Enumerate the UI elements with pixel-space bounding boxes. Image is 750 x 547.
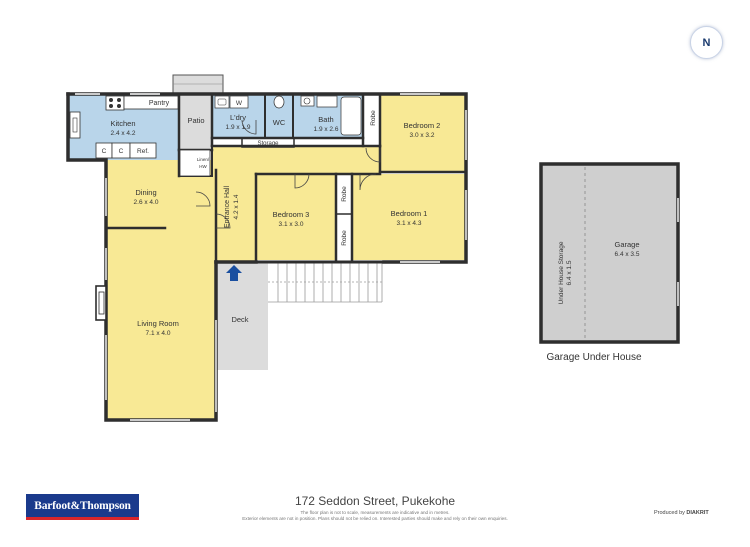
produced-by: Produced by DIAKRIT [654,510,709,516]
basin-icon [303,97,311,105]
laundry-label: L'dry [230,113,246,122]
address-title: 172 Seddon Street, Pukekohe [294,494,456,508]
robe-floor-1 [336,174,352,214]
robe-floor-3 [364,94,380,142]
kitchen-label: Kitchen [110,119,135,128]
bedroom1-label: Bedroom 1 [391,209,428,218]
kitchen-size: 2.4 x 4.2 [111,130,136,137]
entrance-size: 4.2 x 1.4 [233,194,240,219]
windows [75,93,467,421]
bath-size: 1.9 x 2.6 [314,126,339,133]
laundry-fixtures [214,95,362,136]
bedroom3-label: Bedroom 3 [273,210,310,219]
wc-label: WC [273,118,286,127]
deck-label: Deck [231,315,248,324]
disclaimer-line-1: The floor plan is not to scale, measurem… [300,510,450,515]
north-compass-icon: N [690,26,723,59]
fridge-label: Ref. [137,148,149,155]
dining-label: Dining [135,188,156,197]
garage-size: 6.4 x 3.5 [615,251,640,258]
brand-logo: Barfoot&Thompson [26,494,139,520]
cupboard-label-2: C [119,148,124,155]
room-fills [68,94,466,420]
robe-floor-2 [336,214,352,260]
bedroom2-label: Bedroom 2 [404,121,441,130]
bathtub-icon [340,96,362,136]
fireplace-icon [95,285,107,321]
brand-logo-text: Barfoot&Thompson [34,499,131,512]
bedroom1-floor [352,174,466,260]
patio-steps [172,74,224,95]
bedroom2-size: 3.0 x 3.2 [410,132,435,139]
produced-by-label: Produced by [654,510,685,516]
entrance-label: Entrance Hall [224,186,231,228]
door-swings [195,119,381,229]
robe-label-1: Robe [370,110,377,126]
living-size: 7.1 x 4.0 [146,330,171,337]
disclaimer-line-2: Exterior elements are not in position. P… [242,516,508,521]
deck-floor [217,263,268,370]
pantry-label: Pantry [149,100,170,107]
bedroom1-size: 3.1 x 4.3 [397,220,422,227]
robe-label-3: Robe [341,230,348,246]
garage-label: Garage [614,240,639,249]
laundry-size: 1.9 x 1.9 [226,124,251,131]
linen-label-2: HW [199,164,207,169]
patio-label: Patio [187,116,204,125]
under-house-storage-label: Under House Storage [558,241,565,304]
bedroom2-floor [380,94,466,172]
cupboard-label-1: C [102,148,107,155]
patio-floor [179,94,212,150]
producer-name: DIAKRIT [686,510,709,516]
rotated-labels: Entrance Hall 4.2 x 1.4 Robe Robe Robe U… [224,110,573,305]
washer-label: W [236,100,243,107]
stairs-floor [268,263,382,303]
hallway-floor [212,146,380,174]
bath-label: Bath [318,115,333,124]
dining-size: 2.6 x 4.0 [134,199,159,206]
compass-label: N [702,36,711,49]
toilet-icon [273,95,285,109]
storage-label: Storage [257,141,279,147]
bedroom3-size: 3.1 x 3.0 [279,221,304,228]
living-floor [106,228,216,420]
linen-label: Linen/ [197,157,210,162]
robe-label-2: Robe [341,186,348,202]
living-label: Living Room [137,319,179,328]
garage-caption: Garage Under House [546,352,641,363]
under-house-storage-size: 6.4 x 1.5 [566,260,573,285]
entry-arrow-icon [226,265,242,281]
room-labels: Kitchen 2.4 x 4.2 Pantry Patio L'dry 1.9… [102,100,642,363]
kitchen-fixtures [69,95,211,177]
garage [539,162,680,344]
